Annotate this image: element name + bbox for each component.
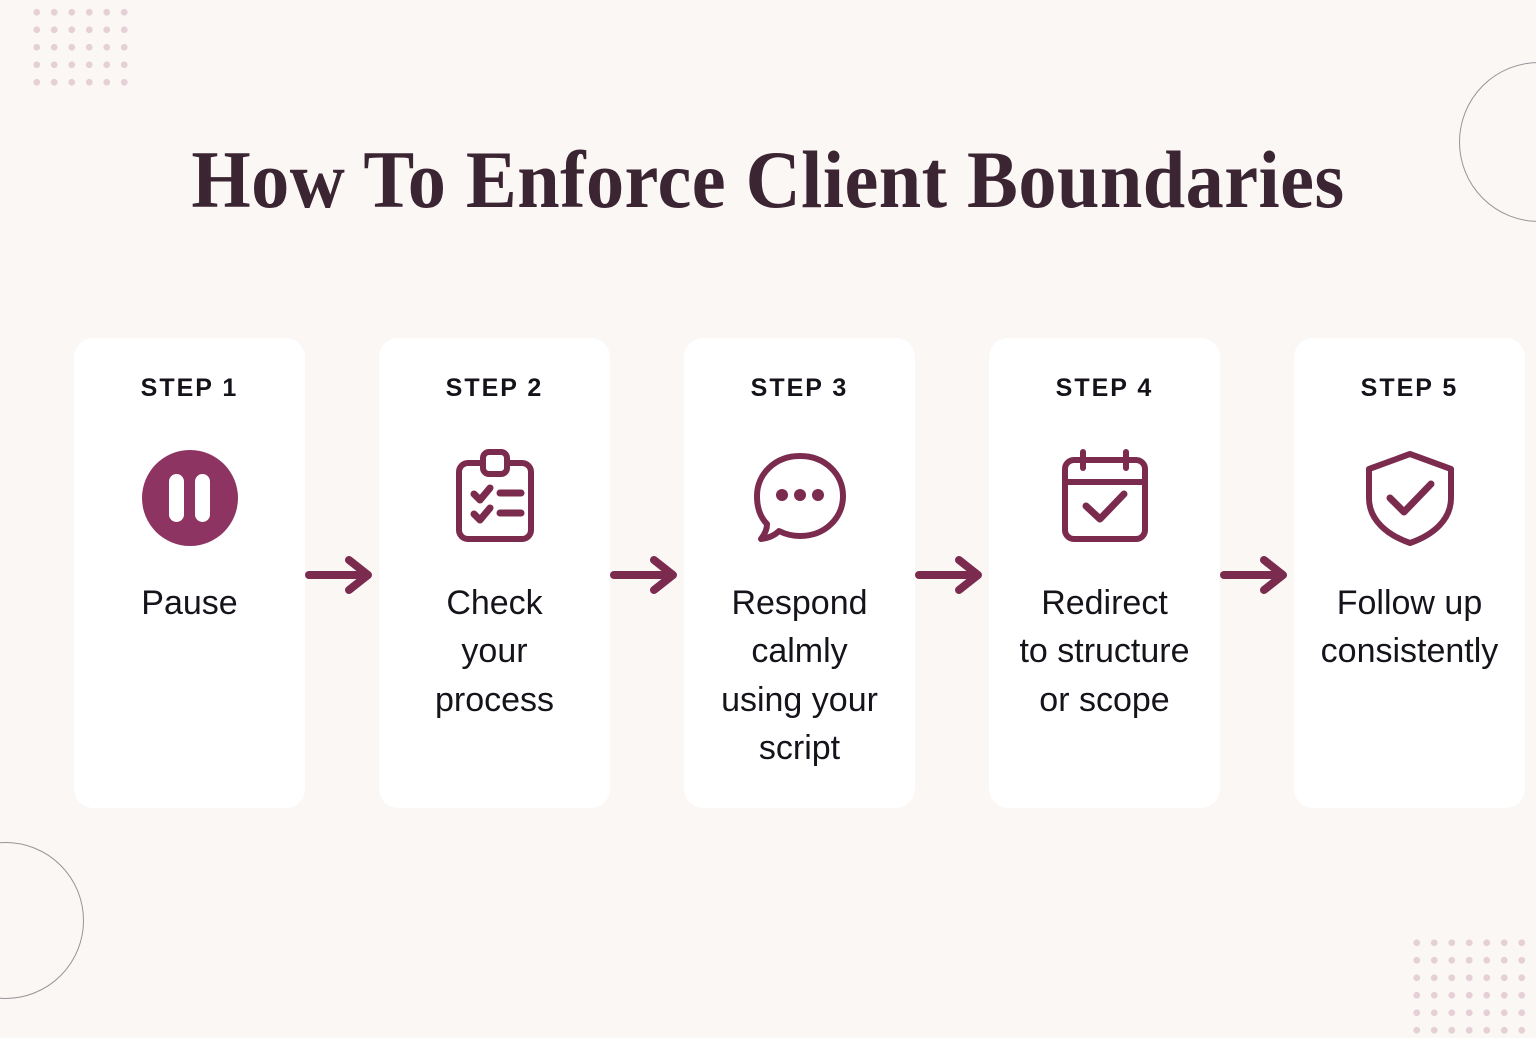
step-icon-3 [745, 423, 855, 573]
step-card-4: STEP 4 Redirect to structure or scope [989, 338, 1220, 808]
step-label-2: STEP 2 [445, 374, 544, 402]
dot-grid-bottom-right [1408, 934, 1536, 1038]
step-card-3: STEP 3 Respond calmly using your script [684, 338, 915, 808]
step-card-2: STEP 2 Check your process [379, 338, 610, 808]
step-card-1: STEP 1 Pause [74, 338, 305, 808]
step-label-4: STEP 4 [1055, 374, 1154, 402]
step-label-3: STEP 3 [750, 374, 849, 402]
connector-1 [305, 338, 379, 808]
page-title: How To Enforce Client Boundaries [191, 134, 1345, 225]
calendar-check-icon [1061, 449, 1148, 542]
pause-bar-left [169, 474, 184, 522]
arrow-right-icon [915, 556, 982, 594]
step-icon-2 [443, 423, 547, 573]
connector-4 [1220, 338, 1294, 808]
pause-bar-right [195, 474, 210, 522]
connector-3 [915, 338, 989, 808]
arrow-right-icon [305, 556, 372, 594]
step-card-5: STEP 5 Follow up consistently [1294, 338, 1525, 808]
step-icon-1 [141, 423, 238, 573]
steps-flow: STEP 1 Pause STEP 2 Check y [74, 338, 1525, 808]
dot-grid-top-left [28, 0, 138, 96]
arrow-right-icon [1220, 556, 1287, 594]
speech-bubble-dots-icon [753, 453, 846, 542]
step-text-1: Pause [141, 584, 238, 622]
step-icon-5 [1357, 423, 1463, 573]
step-label-5: STEP 5 [1360, 374, 1459, 402]
clipboard-checklist-icon [455, 449, 534, 542]
shield-check-icon [1365, 451, 1454, 546]
step-icon-4 [1052, 423, 1158, 573]
circle-outline-bottom-left [0, 842, 84, 999]
arrow-right-icon [610, 556, 677, 594]
step-text-5: Follow up consistently [1320, 584, 1499, 671]
step-text-2: Check your process [434, 584, 555, 719]
step-label-1: STEP 1 [140, 374, 239, 402]
step-text-4: Redirect to structure or scope [1019, 584, 1190, 719]
connector-2 [610, 338, 684, 808]
pause-circle-icon [141, 450, 238, 546]
step-text-3: Respond calmly using your script [721, 584, 878, 767]
